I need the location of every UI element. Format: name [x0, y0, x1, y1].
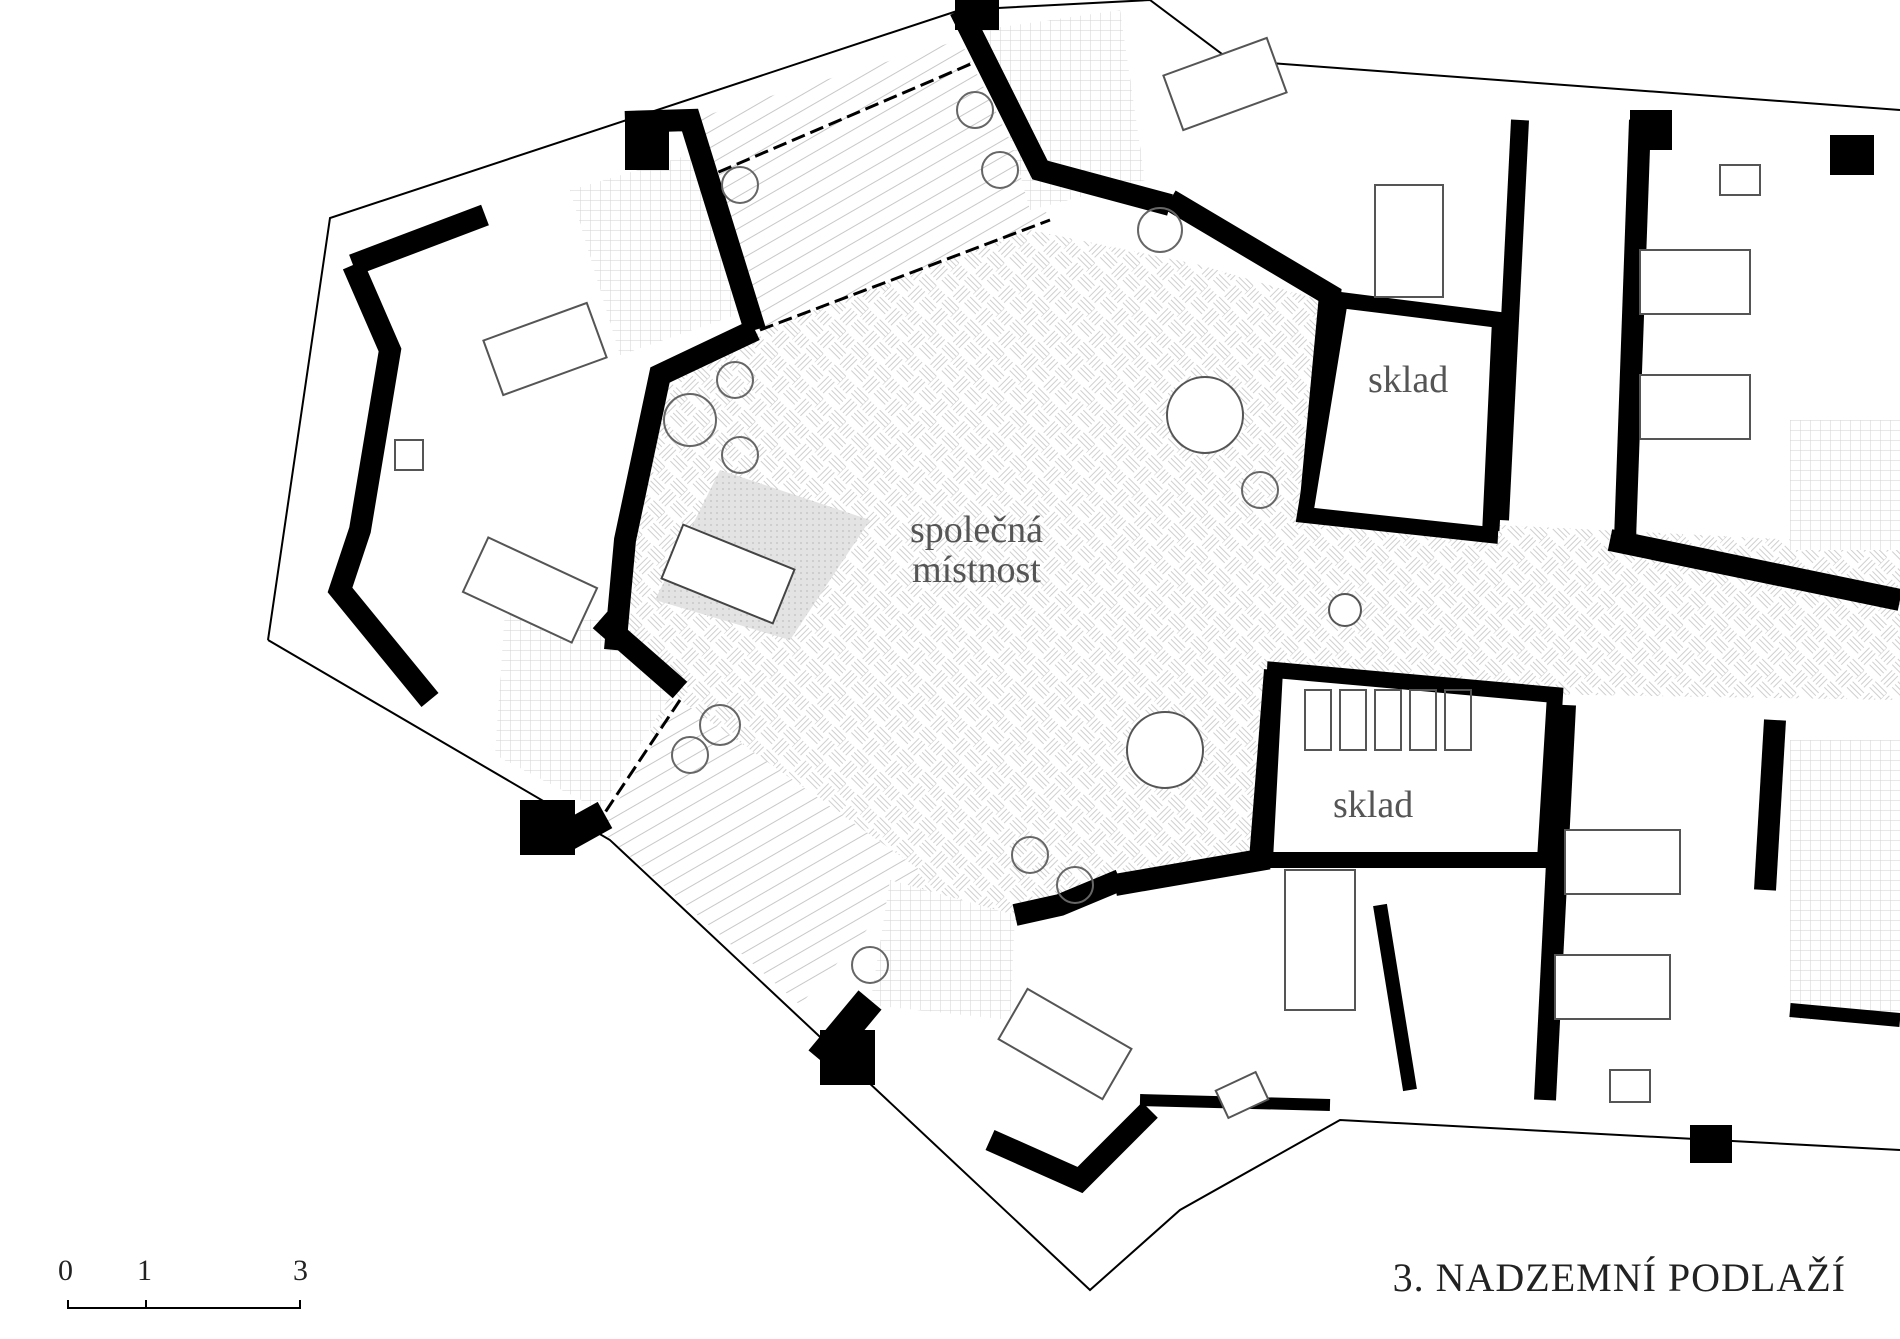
scale-label-text: 3 [293, 1254, 308, 1287]
column [520, 800, 575, 855]
scale-bar [67, 1300, 301, 1309]
room-label-line: společná [910, 509, 1043, 551]
bathroom-tiles [980, 10, 1145, 210]
storage-room-top [1295, 291, 1509, 544]
bed [1554, 954, 1671, 1020]
room-label-storage-top: sklad [1368, 359, 1449, 401]
room-label-line: místnost [912, 549, 1041, 591]
bed [1284, 869, 1356, 1011]
room-label-storage-bottom: sklad [1333, 784, 1414, 826]
bed [1564, 829, 1681, 895]
bed [1374, 184, 1444, 298]
scale-label-text: 0 [58, 1254, 73, 1287]
bed [461, 536, 599, 644]
loggia-bottom-floor [600, 700, 920, 1005]
column [820, 1030, 875, 1085]
round-table [1126, 711, 1204, 789]
room-label-common: společná místnost [910, 510, 1043, 590]
bathroom-tiles [1790, 740, 1900, 1020]
bed [482, 301, 608, 397]
bathroom-tiles [870, 880, 1015, 1020]
storage-room-bottom [1256, 661, 1564, 868]
floor-title: 3. NADZEMNÍ PODLAŽÍ [1392, 1255, 1846, 1300]
scale-label-0: 0 [58, 1254, 73, 1288]
table [1609, 1069, 1651, 1103]
bed [1639, 374, 1751, 440]
column [625, 122, 669, 170]
common-room-floor [615, 230, 1900, 930]
furniture [394, 36, 1761, 1120]
column [1830, 135, 1874, 175]
bed [997, 987, 1133, 1101]
table [1214, 1070, 1270, 1120]
column [1630, 110, 1672, 150]
column [1690, 1125, 1732, 1163]
scale-label-text: 1 [137, 1254, 152, 1287]
table [1719, 164, 1761, 196]
column [955, 0, 999, 30]
bathroom-tiles [1790, 420, 1900, 550]
sofa [660, 523, 796, 625]
round-table [1166, 376, 1244, 454]
stored-wheelchairs [1304, 689, 1472, 751]
scale-label-3: 3 [293, 1254, 308, 1288]
plants [663, 91, 1279, 984]
bed [1639, 249, 1751, 315]
table [394, 439, 424, 471]
loggia-top-floor [690, 40, 1050, 330]
scale-label-1: 1 [137, 1254, 152, 1288]
bed [1162, 36, 1288, 132]
wheelchair [1328, 593, 1362, 627]
